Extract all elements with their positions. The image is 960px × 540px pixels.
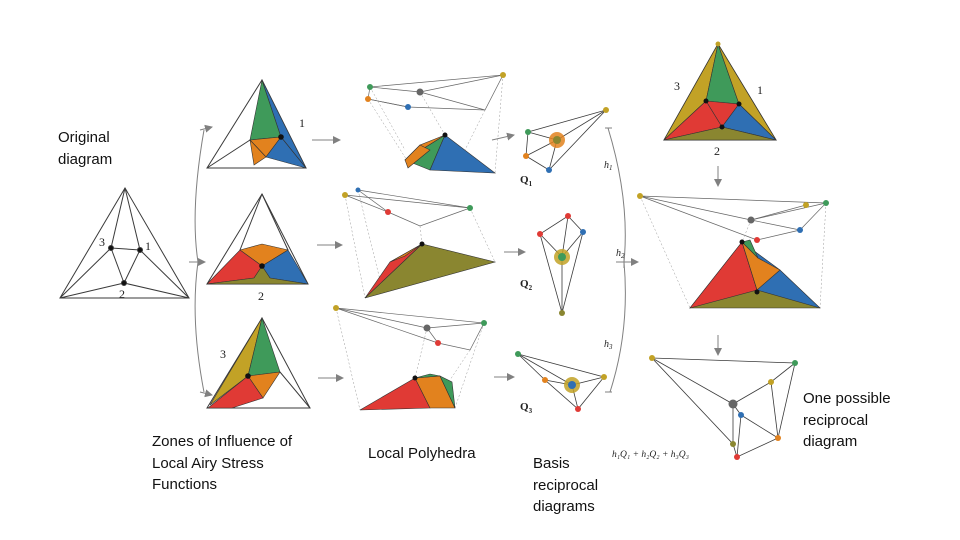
final-reciprocal-diagram bbox=[649, 355, 798, 460]
sum-bracket bbox=[605, 127, 639, 393]
original-node-2-label: 2 bbox=[119, 287, 125, 301]
node-2-dot bbox=[121, 280, 127, 286]
polyhedron-3 bbox=[333, 305, 487, 411]
sum-formula: h₁Q₁ + h₂Q₂ + h₃Q₃ bbox=[612, 450, 689, 460]
q2-label: Q2 bbox=[520, 278, 533, 292]
h2-label: h2 bbox=[616, 248, 625, 260]
combined-polyhedron bbox=[637, 193, 829, 309]
caption-one-possible-reciprocal-diagram: One possible reciprocal diagram bbox=[803, 390, 891, 450]
reference-node-3-label: 3 bbox=[674, 79, 680, 93]
reference-node-2-label: 2 bbox=[714, 144, 720, 158]
arrows-to-polyhedra bbox=[312, 136, 344, 382]
node-3-dot bbox=[108, 245, 114, 251]
caption-zones-of-influence: Zones of Influence of Local Airy Stress … bbox=[152, 433, 293, 493]
node-1-dot bbox=[137, 247, 143, 253]
basis-diagram-q2 bbox=[537, 213, 586, 316]
h1-label: h1 bbox=[604, 160, 613, 172]
zone-node-1 bbox=[206, 78, 307, 169]
zone-node-2 bbox=[206, 192, 309, 285]
arrows-to-basis bbox=[491, 132, 526, 381]
caption-local-polyhedra: Local Polyhedra bbox=[368, 445, 476, 462]
original-diagram bbox=[59, 187, 190, 299]
branch-bracket bbox=[189, 124, 213, 398]
polyhedron-1 bbox=[365, 72, 506, 174]
q1-label: Q1 bbox=[520, 174, 533, 188]
caption-original-diagram: Original diagram bbox=[58, 129, 113, 168]
h3-label: h3 bbox=[604, 339, 613, 351]
original-node-1-label: 1 bbox=[145, 239, 151, 253]
q3-label: Q3 bbox=[520, 401, 533, 415]
zone-node-3 bbox=[206, 316, 311, 409]
reference-diagram bbox=[662, 41, 777, 141]
reference-node-1-label: 1 bbox=[757, 83, 763, 97]
basis-diagram-q3 bbox=[515, 351, 607, 412]
zone-1-node-label: 1 bbox=[299, 116, 305, 130]
original-node-3-label: 3 bbox=[99, 235, 105, 249]
zone-3-node-label: 3 bbox=[220, 347, 226, 361]
basis-diagram-q1 bbox=[523, 107, 609, 173]
polyhedron-2 bbox=[342, 187, 497, 299]
zone-2-node-label: 2 bbox=[258, 289, 264, 303]
caption-basis-reciprocal-diagrams: Basis reciprocal diagrams bbox=[533, 455, 599, 515]
